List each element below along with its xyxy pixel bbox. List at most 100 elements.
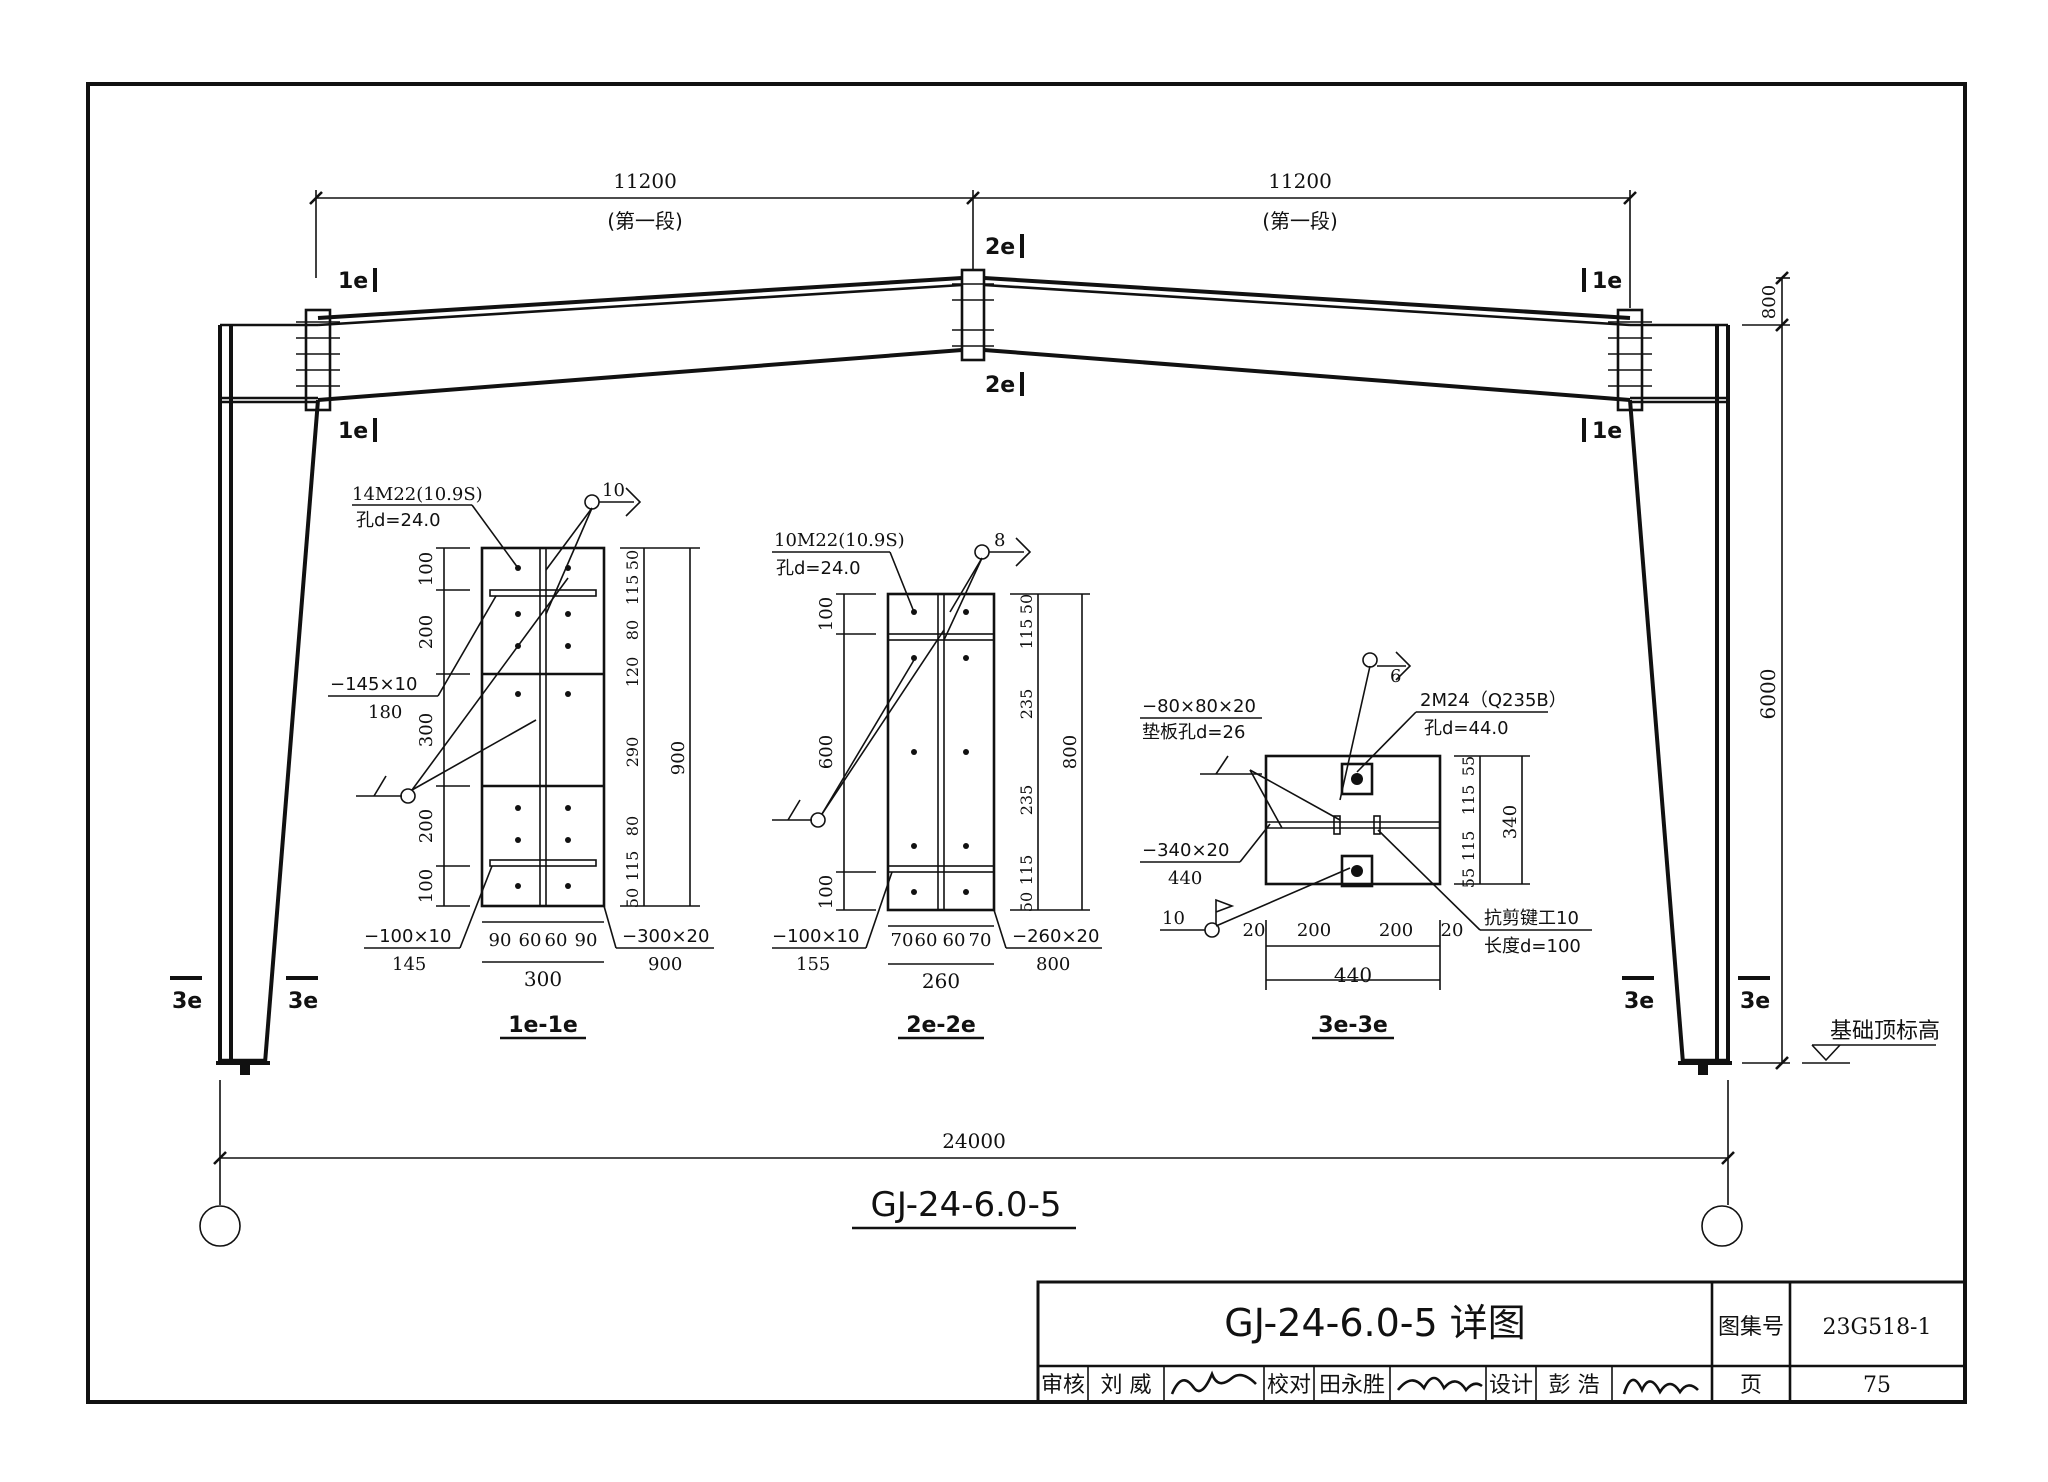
d2-rib-label: −100×10 bbox=[772, 926, 859, 947]
d1-bottom-dim-2: 60 bbox=[519, 930, 542, 951]
reviewer-name: 刘 威 bbox=[1101, 1373, 1152, 1398]
d3-bottom-dim-4: 20 bbox=[1441, 920, 1464, 941]
d2-left-dim-2: 600 bbox=[816, 735, 837, 769]
d1-right-dim-8: 115 bbox=[623, 851, 642, 882]
d1-plate-len: 900 bbox=[648, 954, 682, 975]
span-right-dim: 11200 bbox=[1268, 169, 1332, 193]
d3-right-dim-4: 55 bbox=[1459, 868, 1478, 888]
atlas-label: 图集号 bbox=[1718, 1315, 1784, 1340]
section-mark-3e-1: 3e bbox=[172, 989, 202, 1014]
d1-left-dim-1: 100 bbox=[416, 552, 437, 586]
foundation-level-label: 基础顶标高 bbox=[1830, 1019, 1940, 1044]
d3-title: 3e-3e bbox=[1318, 1013, 1388, 1038]
d2-bottom-dim-4: 70 bbox=[969, 930, 992, 951]
section-mark-1e-tr: 1e bbox=[1592, 269, 1622, 294]
d2-title: 2e-2e bbox=[906, 1013, 976, 1038]
d2-right-dim-2: 115 bbox=[1017, 619, 1036, 650]
d2-right-dim-1: 50 bbox=[1017, 594, 1036, 614]
right-dimensions: 800 6000 基础顶标高 bbox=[1742, 271, 1940, 1070]
segment-left-label: (第一段) bbox=[607, 209, 683, 233]
d1-rib-len: 145 bbox=[392, 954, 426, 975]
d2-total-height: 800 bbox=[1060, 735, 1081, 769]
d2-bottom-dim-3: 60 bbox=[943, 930, 966, 951]
span-left-dim: 11200 bbox=[613, 169, 677, 193]
d1-right-dim-3: 80 bbox=[623, 620, 642, 640]
d1-bottom-dim-1: 90 bbox=[489, 930, 512, 951]
section-mark-2e-bot: 2e bbox=[985, 373, 1015, 398]
d3-right-dim-3: 115 bbox=[1459, 831, 1478, 862]
eave-height-dim: 6000 bbox=[1756, 669, 1780, 720]
check-label: 校对 bbox=[1267, 1373, 1311, 1398]
d3-right-dim-2: 115 bbox=[1459, 785, 1478, 816]
d3-washer-label: −80×80×20 bbox=[1142, 696, 1256, 717]
d1-right-dim-9: 50 bbox=[623, 888, 642, 908]
detail-3e: 55 115 115 55 340 20 200 200 20 440 −80×… bbox=[1140, 651, 1592, 1040]
d3-height: 340 bbox=[1500, 805, 1521, 839]
designer-name: 彭 浩 bbox=[1549, 1373, 1600, 1398]
d3-shear-key-len: 长度d=100 bbox=[1484, 936, 1581, 957]
d1-left-dim-4: 200 bbox=[416, 809, 437, 843]
d2-right-dim-5: 115 bbox=[1017, 855, 1036, 886]
designer-signature bbox=[1622, 1378, 1699, 1395]
segment-right-label: (第一段) bbox=[1262, 209, 1338, 233]
sheet-border bbox=[86, 82, 1967, 1404]
d2-right-dim-4: 235 bbox=[1017, 785, 1036, 816]
section-mark-3e-3: 3e bbox=[1624, 989, 1654, 1014]
section-mark-1e-bl: 1e bbox=[338, 419, 368, 444]
drawing-title: GJ-24-6.0-5 bbox=[871, 1185, 1062, 1225]
reviewer-signature bbox=[1170, 1370, 1257, 1395]
d3-width: 440 bbox=[1334, 963, 1372, 987]
axis-circle-right bbox=[1701, 1205, 1743, 1247]
d2-width: 260 bbox=[922, 969, 960, 993]
checker-signature bbox=[1396, 1376, 1483, 1393]
d3-washer-hole: 垫板孔d=26 bbox=[1142, 722, 1245, 743]
total-span-dim: 24000 bbox=[942, 1129, 1006, 1153]
d3-bottom-dim-2: 200 bbox=[1297, 920, 1331, 941]
d3-base-plate-label: −340×20 bbox=[1142, 840, 1229, 861]
page-label: 页 bbox=[1740, 1373, 1762, 1398]
d2-rib-len: 155 bbox=[796, 954, 830, 975]
d2-bottom-dim-2: 60 bbox=[915, 930, 938, 951]
d3-base-plate-len: 440 bbox=[1168, 868, 1202, 889]
d1-bottom-dim-4: 90 bbox=[575, 930, 598, 951]
d2-left-dim-1: 100 bbox=[816, 597, 837, 631]
d1-stiffener-len: 180 bbox=[368, 702, 402, 723]
d1-left-dim-3: 300 bbox=[416, 713, 437, 747]
bottom-dimensions: 24000 GJ-24-6.0-5 bbox=[199, 1080, 1743, 1247]
design-label: 设计 bbox=[1489, 1373, 1533, 1398]
title-block-title: GJ-24-6.0-5 详图 bbox=[1224, 1301, 1525, 1345]
d2-weld-size: 8 bbox=[994, 530, 1005, 551]
d1-right-dim-1: 50 bbox=[623, 550, 642, 570]
haunch-height-dim: 800 bbox=[1759, 285, 1780, 319]
d1-title: 1e-1e bbox=[508, 1013, 578, 1038]
portal-frame bbox=[216, 268, 1732, 1075]
d1-bottom-dim-3: 60 bbox=[545, 930, 568, 951]
d2-hole-label: 孔d=24.0 bbox=[776, 558, 861, 579]
d2-bottom-dim-1: 70 bbox=[891, 930, 914, 951]
d1-right-dim-2: 115 bbox=[623, 575, 642, 606]
d1-total-height: 900 bbox=[668, 741, 689, 775]
section-mark-1e-tl: 1e bbox=[338, 269, 368, 294]
d1-width: 300 bbox=[524, 967, 562, 991]
d2-bolts-label: 10M22(10.9S) bbox=[774, 530, 905, 551]
section-mark-1e-br: 1e bbox=[1592, 419, 1622, 444]
section-marks-frame: 1e 1e 1e 1e 2e 2e 3e 3e 3e 3e bbox=[170, 234, 1770, 1014]
d1-left-dim-2: 200 bbox=[416, 615, 437, 649]
checker-name: 田永胜 bbox=[1319, 1373, 1385, 1398]
d1-hole-label: 孔d=24.0 bbox=[356, 510, 441, 531]
d2-right-dim-6: 50 bbox=[1017, 892, 1036, 912]
d3-weld-bottom: 10 bbox=[1162, 908, 1185, 929]
d3-shear-key-label: 抗剪键工10 bbox=[1484, 908, 1579, 929]
d3-right-dim-1: 55 bbox=[1459, 756, 1478, 776]
section-mark-3e-2: 3e bbox=[288, 989, 318, 1014]
d1-right-dim-4: 120 bbox=[623, 657, 642, 688]
section-mark-3e-4: 3e bbox=[1740, 989, 1770, 1014]
section-mark-2e-top: 2e bbox=[985, 235, 1015, 260]
d1-left-dim-5: 100 bbox=[416, 869, 437, 903]
d1-right-dim-5: 290 bbox=[623, 737, 642, 768]
d3-bottom-dim-3: 200 bbox=[1379, 920, 1413, 941]
d2-plate-len: 800 bbox=[1036, 954, 1070, 975]
review-label: 审核 bbox=[1041, 1373, 1085, 1398]
d3-weld-top: 6 bbox=[1390, 666, 1401, 687]
